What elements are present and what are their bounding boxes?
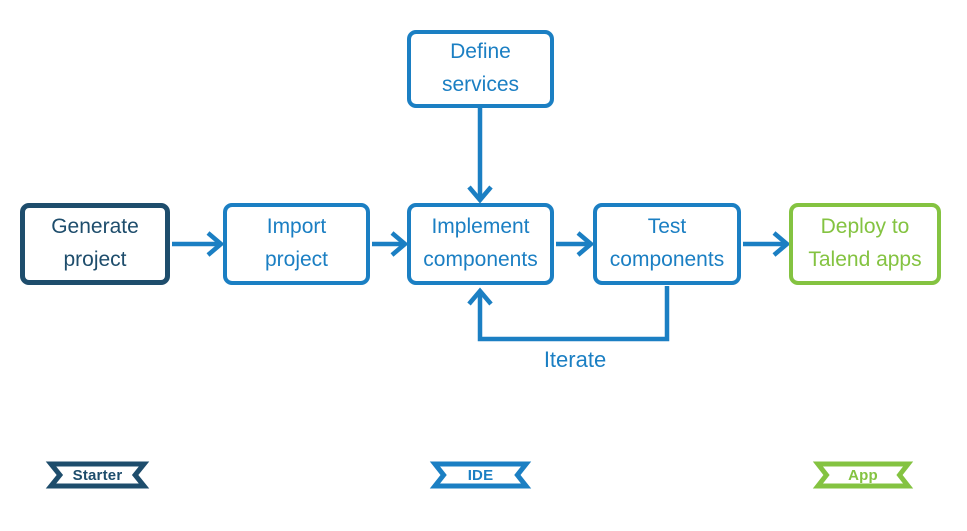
banner-app: App: [812, 461, 914, 489]
arrow-iterate-loop: [467, 286, 670, 342]
arrow-implement-to-test: [556, 231, 595, 257]
node-import-project: Import project: [223, 203, 370, 285]
arrow-import-to-implement: [372, 231, 409, 257]
banner-starter: Starter: [45, 461, 150, 489]
ribbon-icon: [45, 461, 150, 489]
banner-ide: IDE: [429, 461, 532, 489]
arrow-generate-to-import: [172, 231, 225, 257]
ribbon-icon: [812, 461, 914, 489]
ribbon-icon: [429, 461, 532, 489]
arrow-test-to-deploy: [743, 231, 791, 257]
node-deploy-talend-apps: Deploy to Talend apps: [789, 203, 941, 285]
banner-app-label: App: [848, 466, 878, 484]
node-test-components: Test components: [593, 203, 741, 285]
node-define-services: Define services: [407, 30, 554, 108]
banner-starter-label: Starter: [72, 466, 123, 484]
node-generate-project: Generate project: [20, 203, 170, 285]
banner-ide-label: IDE: [467, 466, 494, 484]
iterate-label: Iterate: [543, 347, 607, 372]
arrow-define-to-implement: [467, 108, 493, 204]
node-implement-components: Implement components: [407, 203, 554, 285]
